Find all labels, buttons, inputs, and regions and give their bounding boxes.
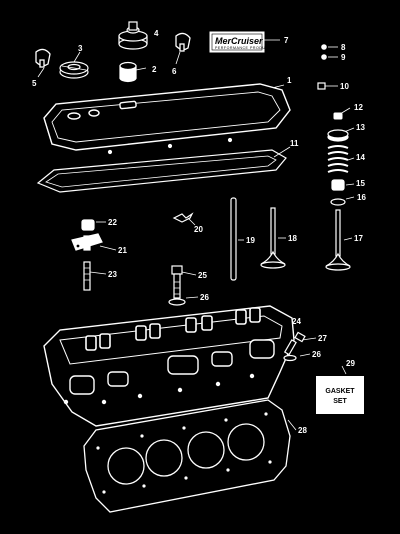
mercruiser-badge: MerCruiser PERFORMANCE PRODUCTS [209,31,274,53]
callout-12: 12 [354,103,363,112]
valve-keeper [333,112,343,120]
stud-small [317,82,326,90]
callout-4: 4 [154,29,159,38]
rocker-arm [71,233,103,251]
callout-1: 1 [287,76,292,85]
cylinder-head-gasket [83,399,291,513]
callout-16: 16 [357,193,366,202]
badge-brand: MerCruiser [215,36,263,46]
callout-17: 17 [354,234,363,243]
gasket-set-line2: SET [333,398,347,405]
rocker-arm-nut [81,219,95,231]
callout-22: 22 [108,218,117,227]
callout-5: 5 [32,79,37,88]
callout-10: 10 [340,82,349,91]
spring-retainer [327,129,349,142]
valve-cover-gasket [36,149,287,193]
callout-11: 11 [290,139,299,148]
nut-small [321,44,327,60]
callout-27: 27 [318,334,327,343]
grommet [119,61,137,83]
callout-15: 15 [356,179,365,188]
intake-valve [260,207,286,269]
callout-26-top: 26 [200,293,209,302]
pushrod-guide-plate [172,212,194,223]
callout-21: 21 [118,246,127,255]
badge-tagline: PERFORMANCE PRODUCTS [215,46,274,50]
head-bolt-washer [168,298,186,306]
head-bolt-short [283,331,306,356]
callouts: 1 2 3 4 5 6 7 8 9 10 11 12 13 14 15 16 1… [32,29,366,435]
callout-24: 24 [292,317,301,326]
callout-23: 23 [108,270,117,279]
callout-14: 14 [356,153,365,162]
breather-valve [118,21,148,50]
valve-cover [43,83,291,155]
gasket-set-box: GASKET SET [316,376,364,414]
callout-18: 18 [288,234,297,243]
oil-filler-cap [59,61,89,79]
spring-shim [330,198,346,206]
exhaust-valve [325,209,351,271]
callout-20: 20 [194,225,203,234]
callout-29: 29 [346,359,355,368]
cylinder-head [43,305,295,427]
callout-26-right: 26 [312,350,321,359]
callout-7: 7 [284,36,289,45]
callout-19: 19 [246,236,255,245]
breather-clip-left [35,48,51,68]
callout-3: 3 [78,44,83,53]
breather-clip-right [175,32,191,52]
callout-9: 9 [341,53,346,62]
valve-spring [327,145,349,173]
gasket-set-line1: GASKET [325,388,355,395]
callout-25: 25 [198,271,207,280]
callout-6: 6 [172,67,177,76]
callout-2: 2 [152,65,157,74]
rocker-stud [83,261,91,291]
head-bolt [171,265,183,299]
callout-13: 13 [356,123,365,132]
callout-8: 8 [341,43,346,52]
valve-seal [331,179,345,191]
head-bolt-washer-right [283,354,297,362]
callout-28: 28 [298,426,307,435]
pushrod [230,197,237,281]
